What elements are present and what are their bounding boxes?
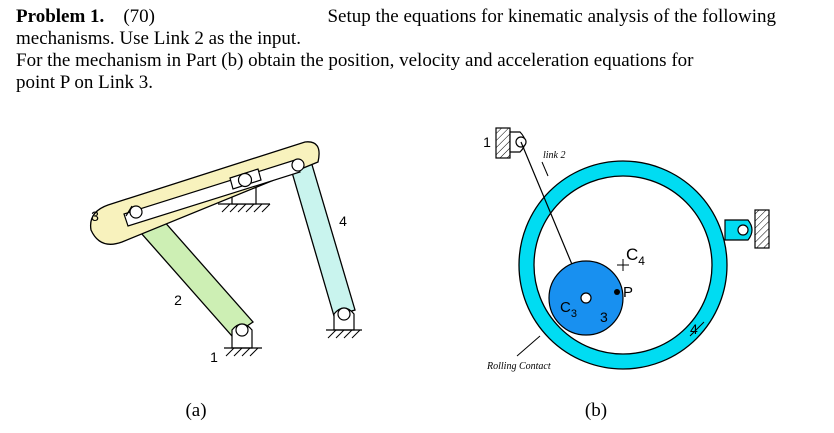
leader-rolling — [516, 335, 541, 357]
label-link-4: 4 — [339, 213, 347, 229]
ground-pivot-link-4 — [326, 307, 362, 339]
label-link-4-b: 4 — [690, 321, 698, 337]
ground-pivot-left — [495, 127, 527, 159]
problem-line-1: Problem 1. (70) Setup the equations for … — [16, 6, 776, 28]
problem-points: (70) — [123, 6, 155, 27]
problem-line-4: point P on Link 3. — [16, 72, 154, 93]
pin-joint — [291, 158, 305, 172]
link-3-bar — [89, 141, 320, 245]
ground-pivot-link-2 — [224, 323, 262, 357]
figure-b: 1 link 2 C4 P C3 3 4 Rolling Contact (b) — [483, 127, 770, 421]
label-ground-a: 1 — [210, 349, 218, 365]
label-link-3-b: 3 — [600, 309, 608, 325]
slider-block — [229, 168, 262, 190]
figure-a: 3 2 4 1 (a) — [89, 141, 362, 421]
point-p — [614, 289, 620, 295]
caption-a: (a) — [185, 400, 206, 421]
problem-heading: Problem 1. — [16, 6, 105, 27]
leader-link-4 — [689, 321, 705, 337]
caption-b: (b) — [585, 400, 607, 421]
pin-joint — [580, 292, 592, 304]
label-link-2: 2 — [174, 292, 182, 308]
ground-pivot-right — [724, 209, 770, 249]
label-rolling-contact: Rolling Contact — [486, 361, 551, 372]
label-c4: C4 — [626, 245, 645, 268]
leader-link-2 — [541, 161, 549, 177]
problem-statement: Problem 1. (70) Setup the equations for … — [16, 6, 816, 94]
label-ground-b: 1 — [483, 134, 491, 150]
label-link-3: 3 — [91, 208, 99, 224]
label-link-2-b: link 2 — [543, 150, 566, 161]
label-p: P — [623, 284, 633, 301]
problem-line-2: mechanisms. Use Link 2 as the input. — [16, 28, 301, 49]
link-4-bar — [288, 157, 356, 317]
problem-line-1-text: Setup the equations for kinematic analys… — [327, 6, 776, 27]
label-c3: C3 — [560, 299, 577, 320]
problem-line-3: For the mechanism in Part (b) obtain the… — [16, 50, 694, 71]
center-mark-c4 — [617, 259, 629, 271]
pin-joint — [129, 205, 143, 219]
